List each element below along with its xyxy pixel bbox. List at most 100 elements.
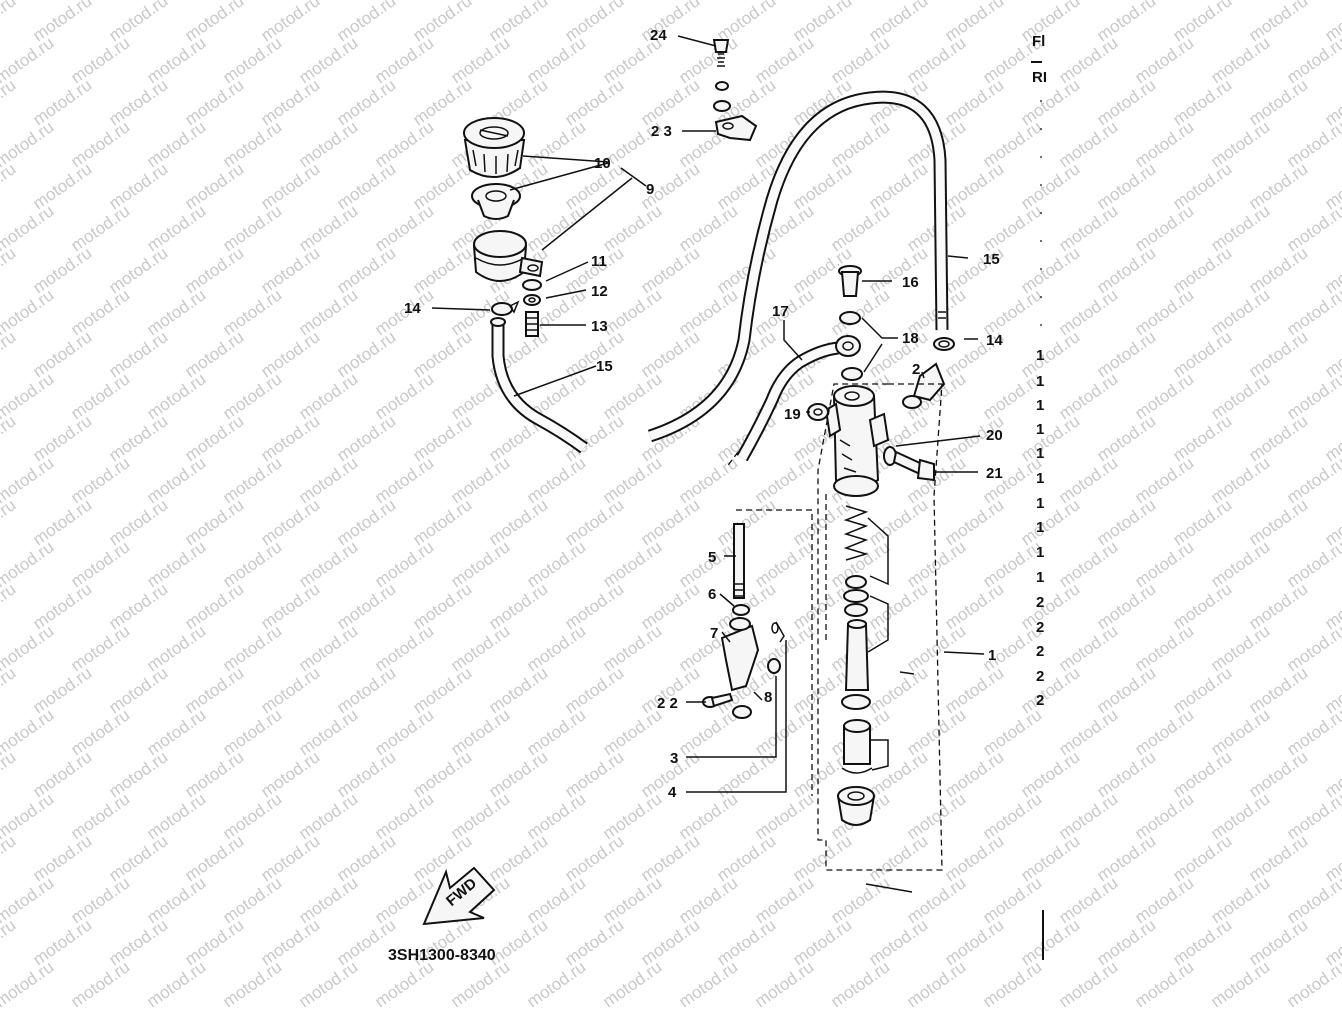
callout-8: 8	[764, 689, 772, 706]
hose-clip-14	[491, 300, 520, 316]
edge-num-10: 1	[1036, 569, 1044, 586]
callout-17: 17	[772, 303, 789, 320]
edge-num-4: 1	[1036, 421, 1044, 438]
circlip	[841, 767, 873, 774]
watermark-text: motod.ru	[1283, 453, 1342, 507]
watermark-text: motod.ru	[675, 957, 741, 1007]
callout-23: 2 3	[651, 123, 672, 140]
watermark-text: motod.ru	[0, 75, 19, 129]
callout-10: 10	[594, 155, 611, 172]
piston	[844, 619, 870, 691]
callout-4: 4	[668, 784, 677, 801]
brake-hose-17	[736, 335, 861, 462]
watermark-text: motod.ru	[0, 495, 19, 549]
reservoir-tank	[472, 230, 544, 282]
washer-4	[767, 658, 781, 674]
o-ring	[841, 694, 871, 710]
edge-num-12: 2	[1036, 619, 1044, 636]
watermark-text: motod.ru	[371, 957, 437, 1007]
push-rod-5	[733, 523, 745, 599]
watermark-text: motod.ru	[979, 957, 1045, 1007]
edge-num-9: 1	[1036, 544, 1044, 561]
watermark-text: motod.ru	[0, 0, 19, 45]
long-hose-15	[647, 90, 949, 443]
edge-num-7: 1	[1036, 495, 1044, 512]
watermark-text: motod.ru	[0, 957, 57, 1007]
cup-seal	[843, 575, 869, 617]
watermark-text: motod.ru	[219, 957, 285, 1007]
nut-19	[807, 403, 829, 421]
watermark-text: motod.ru	[1283, 957, 1342, 1007]
joint-2	[902, 362, 946, 409]
pushrod-guide	[843, 719, 871, 765]
watermark-text: motod.ru	[903, 957, 969, 1007]
bolt-21	[892, 450, 935, 482]
screw-24	[712, 39, 730, 67]
right-edge-text: Fl RI 1 1 1 1 1 1 1 1 1 1 2 2 2 2 2	[1031, 33, 1047, 960]
watermark-text: motod.ru	[1283, 369, 1342, 423]
watermark-text: motod.ru	[0, 915, 19, 969]
watermark-text: motod.ru	[1283, 117, 1342, 171]
watermark-text: motod.ru	[143, 957, 209, 1007]
watermark-text: motod.ru	[1283, 621, 1342, 675]
assembly-outline	[725, 383, 943, 871]
clevis-7	[720, 617, 760, 692]
bracket-23	[714, 114, 758, 142]
edge-num-6: 1	[1036, 470, 1044, 487]
watermark-text: motod.ru	[1283, 285, 1342, 339]
callout-12: 12	[591, 283, 608, 300]
spring	[843, 505, 869, 561]
watermark-text: motod.ru	[0, 243, 19, 297]
callout-labels: 24 2 3 10 9 11 12 13 14 15 15 16 17 18 1…	[404, 27, 1003, 801]
callout-19: 19	[784, 406, 801, 423]
callout-24: 24	[650, 27, 667, 44]
fwd-arrow: FWD	[422, 866, 496, 926]
reservoir-diaphragm	[471, 183, 521, 220]
watermark-text: motod.ru	[0, 663, 19, 717]
callout-7: 7	[710, 625, 718, 642]
drawing-code: 3SH1300-8340	[388, 947, 496, 964]
watermark-text: motod.ru	[1283, 537, 1342, 591]
callout-21: 21	[986, 465, 1003, 482]
watermark-text: motod.ru	[1131, 957, 1197, 1007]
reservoir-hose-15	[490, 317, 588, 454]
watermark-text: motod.ru	[1283, 33, 1342, 87]
callout-9: 9	[646, 181, 654, 198]
watermark-text: motod.ru	[0, 579, 19, 633]
watermark-text: motod.ru	[1283, 873, 1342, 927]
watermark-text: motod.ru	[0, 159, 19, 213]
edge-num-8: 1	[1036, 519, 1044, 536]
nut-6	[732, 604, 750, 616]
edge-num-1: 1	[1036, 347, 1044, 364]
watermark-text: motod.ru	[1207, 957, 1273, 1007]
watermark-text: motod.ru	[67, 957, 133, 1007]
watermark-text: motod.ru	[0, 831, 19, 885]
watermark-text: motod.ru	[1283, 201, 1342, 255]
callout-3: 3	[670, 750, 678, 767]
edge-title-1: Fl	[1032, 33, 1045, 50]
watermark-text: motod.ru	[295, 957, 361, 1007]
callout-18: 18	[902, 330, 919, 347]
union-bolt-16	[838, 265, 862, 297]
hose-clip-14-right	[933, 337, 955, 351]
watermark-text: motod.ru	[827, 957, 893, 1007]
master-cylinder-body	[824, 385, 890, 497]
boot	[836, 786, 876, 826]
edge-num-15: 2	[1036, 692, 1044, 709]
watermark-text: motod.ru	[1055, 957, 1121, 1007]
callout-15-left: 15	[596, 358, 613, 375]
reservoir-cap	[463, 117, 526, 178]
watermark-text: motod.ru	[0, 411, 19, 465]
bolt-13	[525, 311, 539, 337]
watermark-text: motod.ru	[0, 747, 19, 801]
callout-16: 16	[902, 274, 919, 291]
gaskets-18	[839, 311, 863, 381]
callout-6: 6	[708, 586, 716, 603]
washers-24	[713, 81, 731, 112]
leader-lines	[431, 35, 985, 893]
watermark-text: motod.ru	[523, 957, 589, 1007]
washer-11	[522, 279, 542, 291]
callout-13: 13	[591, 318, 608, 335]
